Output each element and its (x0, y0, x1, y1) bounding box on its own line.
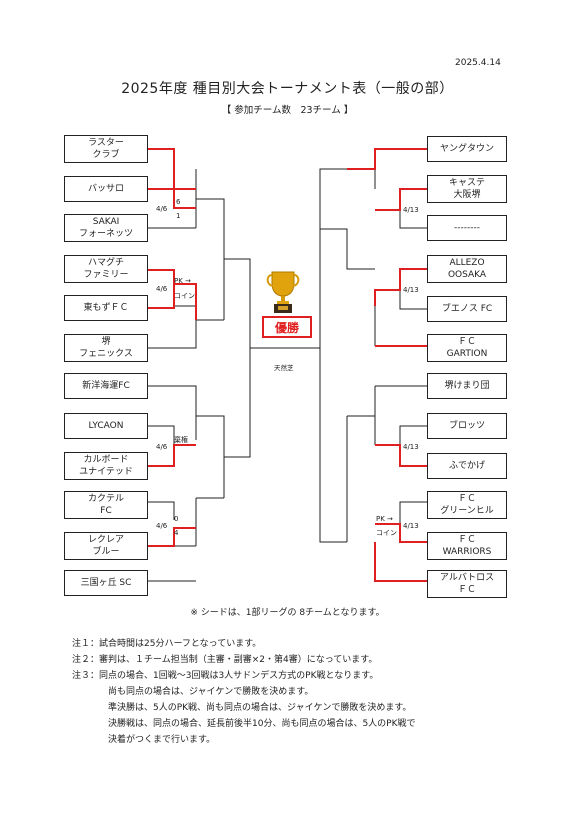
pk-note: PK → (376, 515, 393, 523)
team-box-left: バッサロ (64, 176, 148, 202)
champion-label: 優勝 (262, 316, 312, 338)
pk-note: PK → (174, 277, 191, 285)
note-line: 尚も同点の場合は、ジャイケンで勝敗を決めます。 (72, 687, 314, 697)
team-box-left: 三国ヶ丘 SC (64, 570, 148, 596)
note-line: 注１：試合時間は25分ハーフとなっています。 (72, 639, 262, 649)
team-box-left: ハマグチファミリー (64, 255, 148, 283)
team-box-left: レクレアブルー (64, 532, 148, 560)
team-box-right: 堺けまり団 (427, 373, 507, 399)
seed-note: ※ シードは、1部リーグの 8チームとなります。 (190, 608, 385, 618)
match-score: 0 (174, 515, 179, 523)
participant-count: 【 参加チーム数 23チーム 】 (221, 105, 354, 116)
team-box-left: 新洋海運FC (64, 373, 148, 399)
team-box-right: -------- (427, 215, 507, 241)
coin-note: コイン (174, 292, 195, 300)
page-title: 2025年度 種目別大会トーナメント表（一般の部） (121, 81, 454, 97)
match-date: 4/13 (403, 443, 419, 451)
note-line: 決勝戦は、同点の場合、延長前後半10分、尚も同点の場合は、5人のPK戦で (72, 719, 416, 729)
match-date: 4/6 (156, 285, 168, 293)
team-box-right: ヤングタウン (427, 136, 507, 162)
team-box-right: ふでかげ (427, 453, 507, 479)
team-box-right: ブロッツ (427, 413, 507, 439)
match-score: 1 (176, 212, 181, 220)
note-line: 注３：同点の場合、1回戦～3回戦は3人サドンデス方式のPK戦となります。 (72, 671, 379, 681)
venue-label: 天然芝 (274, 364, 294, 372)
match-date: 4/13 (403, 522, 419, 530)
document-date: 2025.4.14 (455, 58, 501, 68)
team-box-left: カルボードユナイテッド (64, 452, 148, 480)
coin-note: コイン (376, 529, 397, 537)
forfeit-note: 棄権 (174, 436, 188, 444)
team-box-left: LYCAON (64, 413, 148, 439)
team-box-right: ブエノス FC (427, 296, 507, 322)
match-score: 6 (176, 198, 181, 206)
match-date: 4/6 (156, 443, 168, 451)
match-date: 4/6 (156, 205, 168, 213)
team-box-left: ラスタークラブ (64, 135, 148, 163)
team-box-right: キャステ大阪堺 (427, 175, 507, 203)
match-date: 4/13 (403, 206, 419, 214)
note-line: 決着がつくまで行います。 (72, 735, 216, 745)
match-date: 4/6 (156, 522, 168, 530)
note-line: 準決勝は、5人のPK戦、尚も同点の場合は、ジャイケンで勝敗を決めます。 (72, 703, 412, 713)
match-score: 4 (174, 529, 179, 537)
team-box-left: 東もずＦＣ (64, 295, 148, 321)
team-box-left: 堺フェニックス (64, 334, 148, 362)
note-line: 注２：審判は、１チーム担当制（主審・副審×2・第4審）になっています。 (72, 655, 378, 665)
trophy-icon (266, 271, 300, 313)
match-date: 4/13 (403, 286, 419, 294)
